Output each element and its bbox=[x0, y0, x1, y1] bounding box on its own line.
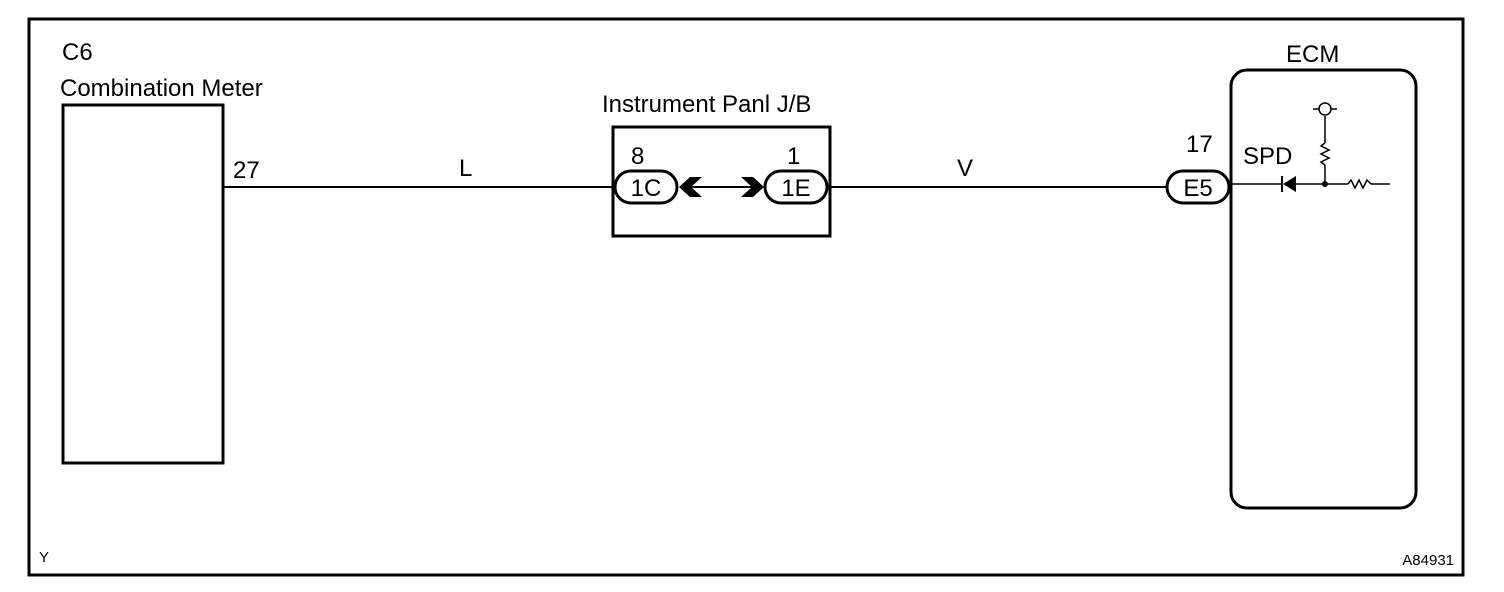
ecm-signal-label: SPD bbox=[1243, 143, 1292, 170]
ecm-title: ECM bbox=[1286, 41, 1339, 68]
figure-id: A84931 bbox=[1402, 552, 1454, 569]
diagram-frame bbox=[27, 17, 1465, 577]
supply-terminal-icon bbox=[1318, 102, 1332, 116]
diode-icon bbox=[1283, 176, 1296, 192]
wire-right-color: V bbox=[957, 155, 973, 182]
meter-code: C6 bbox=[62, 39, 93, 66]
combination-meter-box bbox=[61, 103, 225, 465]
footer-left-mark: Y bbox=[39, 549, 49, 566]
ecm-pin-number: 17 bbox=[1186, 131, 1213, 158]
connector-e5-label: E5 bbox=[1183, 175, 1212, 202]
connector-1e bbox=[763, 169, 829, 205]
junction-block-box bbox=[611, 125, 832, 238]
junction-block-name: Instrument Panl J/B bbox=[602, 91, 811, 118]
meter-pin-number: 27 bbox=[233, 157, 260, 184]
junction-right-pin-number: 1 bbox=[787, 143, 800, 170]
pullup-resistor-icon bbox=[1319, 142, 1331, 166]
chevron-right-icon bbox=[741, 177, 764, 197]
wire-left-color: L bbox=[459, 155, 472, 182]
connector-1c bbox=[613, 169, 679, 205]
junction-left-pin-number: 8 bbox=[631, 143, 644, 170]
series-resistor-icon bbox=[1347, 178, 1372, 190]
connector-1c-label: 1C bbox=[631, 175, 662, 202]
ecm-box bbox=[1229, 68, 1418, 510]
chevron-left-icon bbox=[679, 177, 702, 197]
meter-name: Combination Meter bbox=[60, 75, 263, 102]
connector-1e-label: 1E bbox=[781, 175, 810, 202]
connector-e5 bbox=[1165, 169, 1231, 205]
